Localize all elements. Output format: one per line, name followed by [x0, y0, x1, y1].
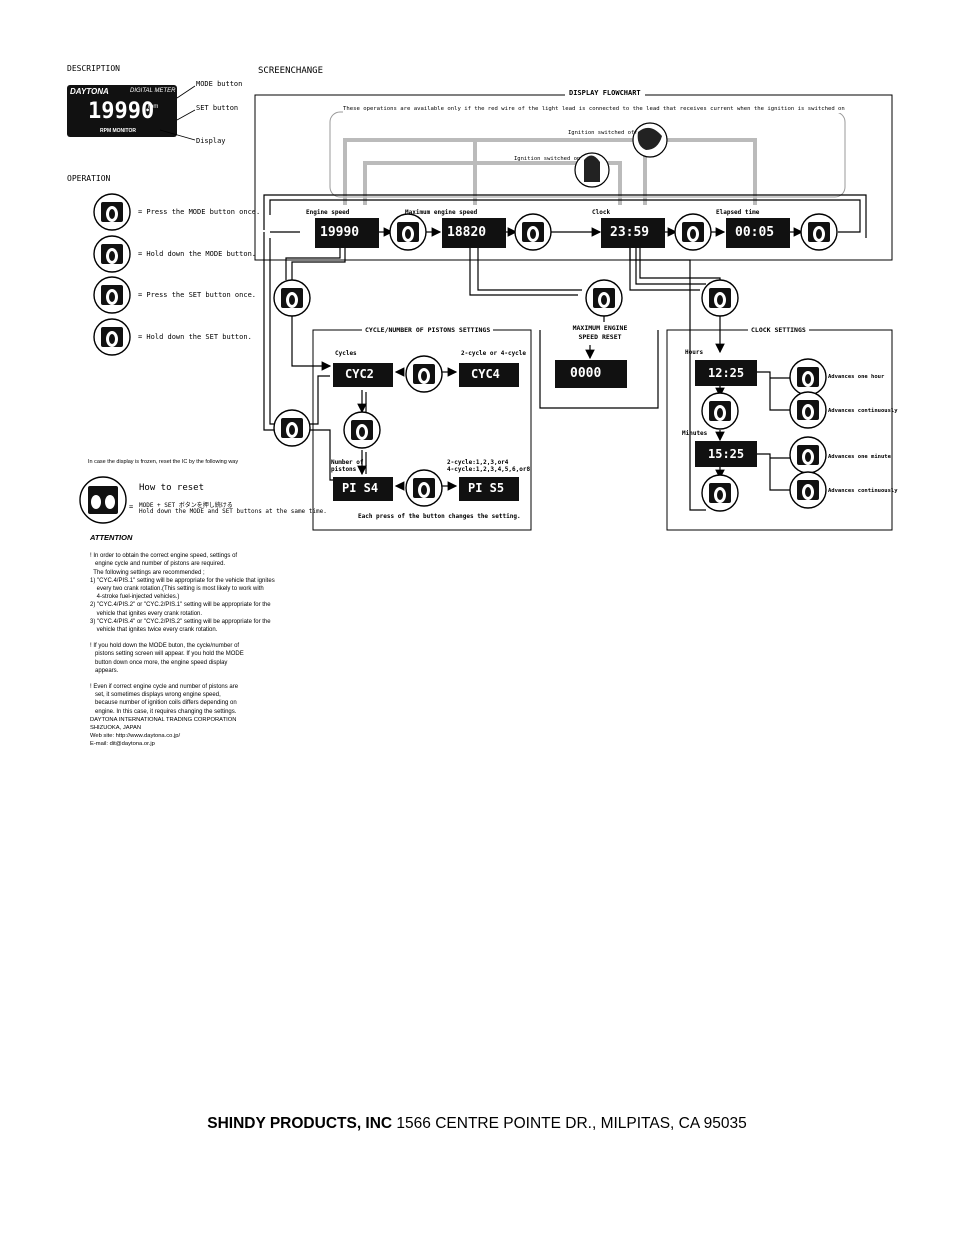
meter-display-value: 19990 — [88, 99, 155, 124]
company-info: DAYTONA INTERNATIONAL TRADING CORPORATIO… — [90, 717, 237, 747]
meter-subtitle: RPM MONITOR — [100, 128, 137, 134]
clock-label: Clock — [592, 209, 611, 216]
cyc4-value: CYC4 — [471, 367, 500, 381]
description-heading: DESCRIPTION — [67, 64, 120, 73]
footer-company: SHINDY PRODUCTS, INC — [207, 1115, 393, 1132]
cycle-footer: Each press of the button changes the set… — [358, 513, 521, 520]
cyc2-value: CYC2 — [345, 367, 374, 381]
operation-icon-1 — [93, 193, 131, 231]
pis5-value: PI S5 — [468, 481, 505, 495]
operation-item: = Hold down the SET button. — [138, 333, 252, 341]
ignition-on-icon — [574, 152, 610, 188]
flowchart-title: DISPLAY FLOWCHART — [565, 89, 645, 98]
max-reset-value: 0000 — [570, 366, 602, 381]
reset-screen — [555, 360, 627, 388]
frozen-note: In case the display is frozen, reset the… — [88, 459, 239, 465]
operation-item: = Press the MODE button once. — [138, 208, 261, 216]
reset-icon — [79, 476, 127, 524]
hours-label: Hours — [685, 349, 704, 356]
advance-label: Advances continuously — [828, 408, 898, 414]
reset-title: How to reset — [139, 483, 205, 493]
reset-line-1: MODE + SET ボタンを押し続ける — [139, 502, 233, 509]
max-reset-title-1: MAXIMUM ENGINE — [572, 324, 628, 332]
max-reset-title-2: SPEED RESET — [578, 333, 622, 341]
screenchange-heading: SCREENCHANGE — [258, 66, 324, 76]
engine-speed-value: 19990 — [320, 225, 360, 240]
engine-speed-label: Engine speed — [306, 209, 350, 216]
advance-label: Advances one minute — [828, 454, 891, 460]
max-speed-value: 18820 — [447, 225, 487, 240]
two-four-cycle-label: 2-cycle or 4-cycle — [461, 350, 527, 357]
elapsed-time-label: Elapsed time — [716, 209, 760, 216]
hours-value: 12:25 — [708, 366, 745, 380]
reset-line-2: Hold down the MODE and SET buttons at th… — [139, 508, 327, 515]
description-meter — [67, 85, 196, 141]
display-label: Display — [196, 137, 226, 145]
operation-icon-2 — [93, 235, 131, 273]
cycle-settings-title: CYCLE/NUMBER OF PISTONS SETTINGS — [362, 326, 494, 334]
footer-address: 1566 CENTRE POINTE DR., MILPITAS, CA 950… — [392, 1115, 747, 1132]
pistons-note-1: 2-cycle:1,2,3,or4 — [447, 459, 509, 466]
meter-model: DIGITAL METER — [130, 88, 176, 94]
pistons-label-1: Number of — [331, 459, 364, 466]
pistons-label-2: pistons — [331, 466, 357, 473]
brand-logo: DAYTONA — [70, 87, 109, 96]
ignition-on-label: Ignition switched on — [514, 156, 581, 162]
attention-body: ! In order to obtain the correct engine … — [90, 553, 275, 715]
minutes-label: Minutes — [682, 430, 708, 437]
operation-icon-4 — [93, 318, 131, 356]
clock-value: 23:59 — [610, 225, 650, 240]
meter-display-unit: rpm — [148, 104, 159, 110]
advance-label: Advances continuously — [828, 488, 898, 494]
max-speed-label: Maximum engine speed — [405, 209, 478, 216]
attention-title: ATTENTION — [90, 533, 133, 542]
advance-label: Advances one hour — [828, 374, 885, 380]
clock-screens — [695, 360, 757, 467]
ignition-off-icon — [632, 122, 668, 158]
set-button-label: SET button — [196, 104, 239, 112]
operation-item: = Press the SET button once. — [138, 291, 257, 299]
pis4-value: PI S4 — [342, 481, 379, 495]
main-screens — [315, 218, 790, 248]
elapsed-time-value: 00:05 — [735, 225, 775, 240]
page-footer: SHINDY PRODUCTS, INC 1566 CENTRE POINTE … — [0, 1115, 954, 1133]
operation-icon-3 — [93, 276, 131, 314]
cycle-screens — [333, 363, 519, 501]
ignition-note: These operations are available only if t… — [343, 105, 845, 113]
reset-equals: = — [129, 503, 134, 511]
cycles-label: Cycles — [335, 350, 357, 357]
ignition-off-label: Ignition switched off — [568, 130, 638, 136]
operation-heading: OPERATION — [67, 174, 111, 183]
clock-settings-title: CLOCK SETTINGS — [748, 326, 809, 334]
pistons-note-2: 4-cycle:1,2,3,4,5,6,or8 — [447, 466, 531, 473]
operation-item: = Hold down the MODE button. — [138, 250, 257, 258]
mode-button-label: MODE button — [196, 80, 243, 88]
minutes-value: 15:25 — [708, 447, 745, 461]
